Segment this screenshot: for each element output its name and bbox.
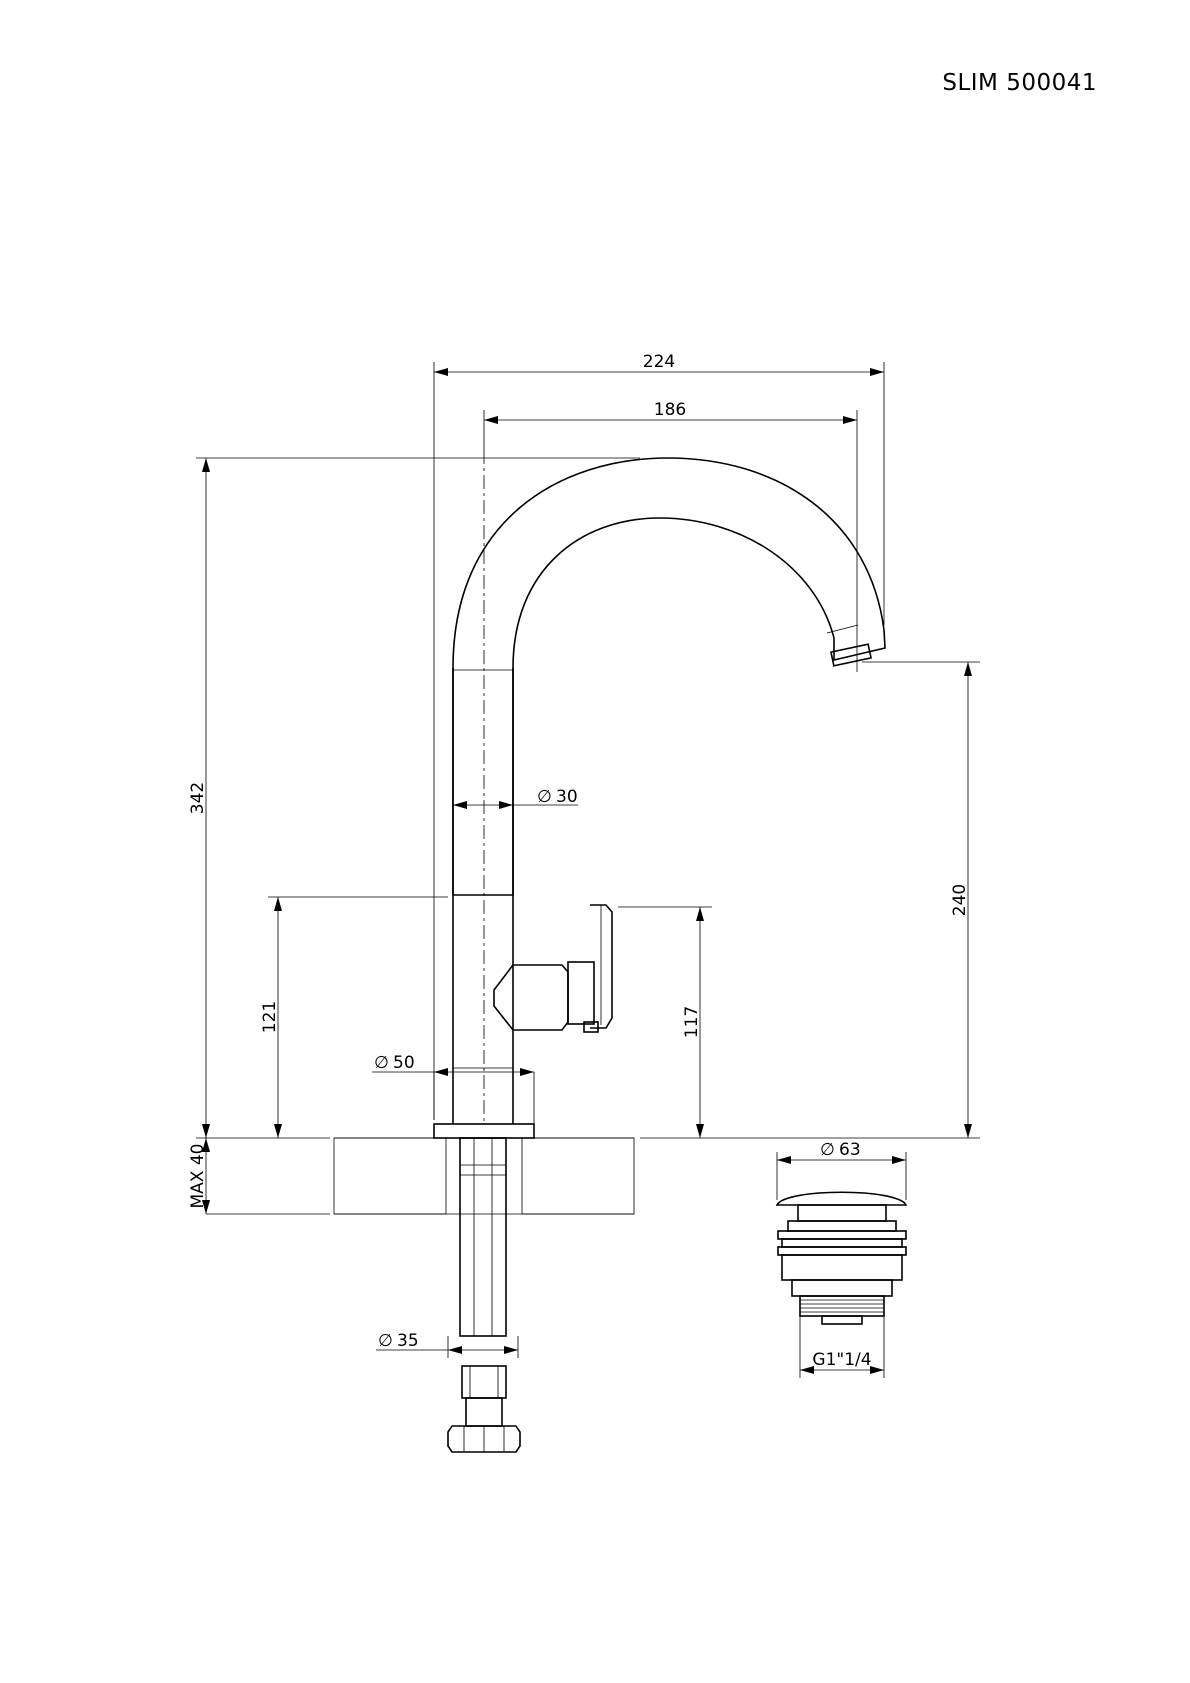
- dim-base-diameter: ∅ 50: [372, 1053, 535, 1124]
- faucet-body: [433, 450, 886, 1139]
- diameter-symbol: ∅: [378, 1331, 393, 1351]
- dim-lever-top-height: 117: [618, 906, 712, 1138]
- dim-30-label: 30: [556, 787, 578, 807]
- dim-spout-reach: 186: [483, 400, 858, 672]
- dim-63-label: 63: [839, 1140, 861, 1160]
- dim-total-height: 342: [188, 457, 640, 1139]
- diameter-symbol: ∅: [820, 1140, 835, 1160]
- dim-total-width: 224: [433, 352, 885, 1120]
- model-title: SLIM 500041: [942, 70, 1097, 96]
- dim-50-label: 50: [393, 1053, 415, 1073]
- pop-up-waste: [775, 1191, 908, 1325]
- diameter-symbol: ∅: [537, 787, 552, 807]
- dim-186-label: 186: [654, 400, 686, 420]
- dim-thread-label: G1"1/4: [812, 1350, 871, 1370]
- dim-224-label: 224: [643, 352, 675, 372]
- dim-deck-thickness: MAX 40: [188, 1138, 330, 1215]
- dim-117-label: 117: [682, 1006, 702, 1038]
- dim-121-label: 121: [260, 1001, 280, 1033]
- dim-max40-label: MAX 40: [188, 1144, 208, 1209]
- dim-35-label: 35: [397, 1331, 419, 1351]
- waste-thread: [799, 1295, 885, 1317]
- dim-shank-diameter: ∅ 35: [376, 1331, 519, 1358]
- dim-waste-diameter: ∅ 63: [776, 1140, 907, 1200]
- dim-waste-thread: G1"1/4: [799, 1316, 885, 1378]
- dim-spout-height: 240: [640, 661, 980, 1139]
- dim-body-diameter: ∅ 30: [453, 787, 578, 809]
- dim-240-label: 240: [950, 884, 970, 916]
- diameter-symbol: ∅: [374, 1053, 389, 1073]
- dim-lever-height: 121: [260, 896, 448, 1138]
- countertop-section: [333, 1137, 635, 1215]
- mounting-shank: [447, 1137, 521, 1453]
- dim-342-label: 342: [188, 782, 208, 814]
